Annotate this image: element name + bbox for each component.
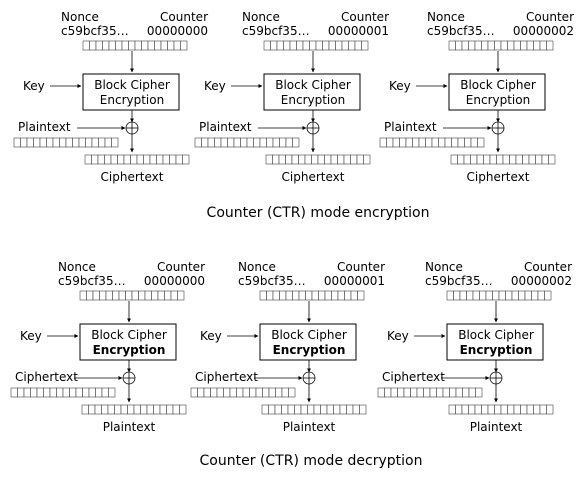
block-cipher-line1: Block Cipher: [91, 328, 167, 342]
counter-block: [263, 40, 369, 51]
block-cipher-box: [448, 73, 546, 111]
block-cipher-box: [79, 323, 177, 361]
input-label: Plaintext: [18, 120, 71, 134]
xor-icon: [489, 371, 503, 385]
counter-label: Counter: [160, 10, 208, 24]
nonce-label: Nonce: [58, 260, 96, 274]
block-cipher-line2: Encryption: [100, 93, 164, 107]
nonce-label: Nonce: [238, 260, 276, 274]
nonce-value: c59bcf35…: [61, 24, 129, 38]
counter-label: Counter: [341, 10, 389, 24]
output-block: [261, 404, 367, 415]
input-block: [377, 387, 483, 398]
counter-block: [446, 290, 552, 301]
output-label: Plaintext: [103, 420, 156, 434]
block-cipher-line2: Encryption: [93, 343, 166, 357]
key-label: Key: [389, 79, 411, 93]
counter-label: Counter: [526, 10, 574, 24]
counter-label: Counter: [524, 260, 572, 274]
output-label: Ciphertext: [467, 170, 530, 184]
counter-block: [448, 40, 554, 51]
block-cipher-line1: Block Cipher: [460, 78, 536, 92]
key-label: Key: [200, 329, 222, 343]
input-label: Plaintext: [384, 120, 437, 134]
nonce-value: c59bcf35…: [427, 24, 495, 38]
output-label: Ciphertext: [101, 170, 164, 184]
nonce-label: Nonce: [242, 10, 280, 24]
counter-block: [79, 290, 185, 301]
xor-icon: [491, 121, 505, 135]
block-cipher-box: [259, 323, 357, 361]
block-cipher-line1: Block Cipher: [94, 78, 170, 92]
input-block: [194, 137, 300, 148]
counter-value: 00000002: [513, 24, 574, 38]
encryption-caption: Counter (CTR) mode encryption: [207, 205, 430, 221]
counter-value: 00000000: [147, 24, 208, 38]
xor-icon: [306, 121, 320, 135]
output-block: [265, 154, 371, 165]
counter-value: 00000000: [144, 274, 205, 288]
input-block: [379, 137, 485, 148]
block-cipher-box: [82, 73, 180, 111]
output-block: [450, 154, 556, 165]
key-label: Key: [23, 79, 45, 93]
output-block: [448, 404, 554, 415]
counter-value: 00000001: [324, 274, 385, 288]
input-label: Ciphertext: [382, 370, 445, 384]
input-label: Ciphertext: [195, 370, 258, 384]
xor-icon: [302, 371, 316, 385]
counter-block: [259, 290, 365, 301]
nonce-label: Nonce: [61, 10, 99, 24]
nonce-label: Nonce: [427, 10, 465, 24]
counter-value: 00000001: [328, 24, 389, 38]
key-label: Key: [204, 79, 226, 93]
block-cipher-line2: Encryption: [281, 93, 345, 107]
counter-label: Counter: [337, 260, 385, 274]
input-block: [13, 137, 119, 148]
output-label: Plaintext: [470, 420, 523, 434]
counter-label: Counter: [157, 260, 205, 274]
block-cipher-line1: Block Cipher: [271, 328, 347, 342]
output-label: Plaintext: [283, 420, 336, 434]
block-cipher-box: [263, 73, 361, 111]
key-label: Key: [387, 329, 409, 343]
input-label: Plaintext: [199, 120, 252, 134]
nonce-label: Nonce: [425, 260, 463, 274]
block-cipher-line2: Encryption: [460, 343, 533, 357]
key-label: Key: [20, 329, 42, 343]
output-block: [84, 154, 190, 165]
block-cipher-line2: Encryption: [466, 93, 530, 107]
nonce-value: c59bcf35…: [425, 274, 493, 288]
block-cipher-line1: Block Cipher: [275, 78, 351, 92]
xor-icon: [125, 121, 139, 135]
nonce-value: c59bcf35…: [242, 24, 310, 38]
nonce-value: c59bcf35…: [238, 274, 306, 288]
xor-icon: [122, 371, 136, 385]
output-block: [81, 404, 187, 415]
block-cipher-line2: Encryption: [273, 343, 346, 357]
input-block: [190, 387, 296, 398]
block-cipher-box: [446, 323, 544, 361]
block-cipher-line1: Block Cipher: [458, 328, 534, 342]
nonce-value: c59bcf35…: [58, 274, 126, 288]
input-label: Ciphertext: [15, 370, 78, 384]
output-label: Ciphertext: [282, 170, 345, 184]
input-block: [10, 387, 116, 398]
decryption-caption: Counter (CTR) mode decryption: [200, 453, 423, 469]
counter-value: 00000002: [511, 274, 572, 288]
counter-block: [82, 40, 188, 51]
